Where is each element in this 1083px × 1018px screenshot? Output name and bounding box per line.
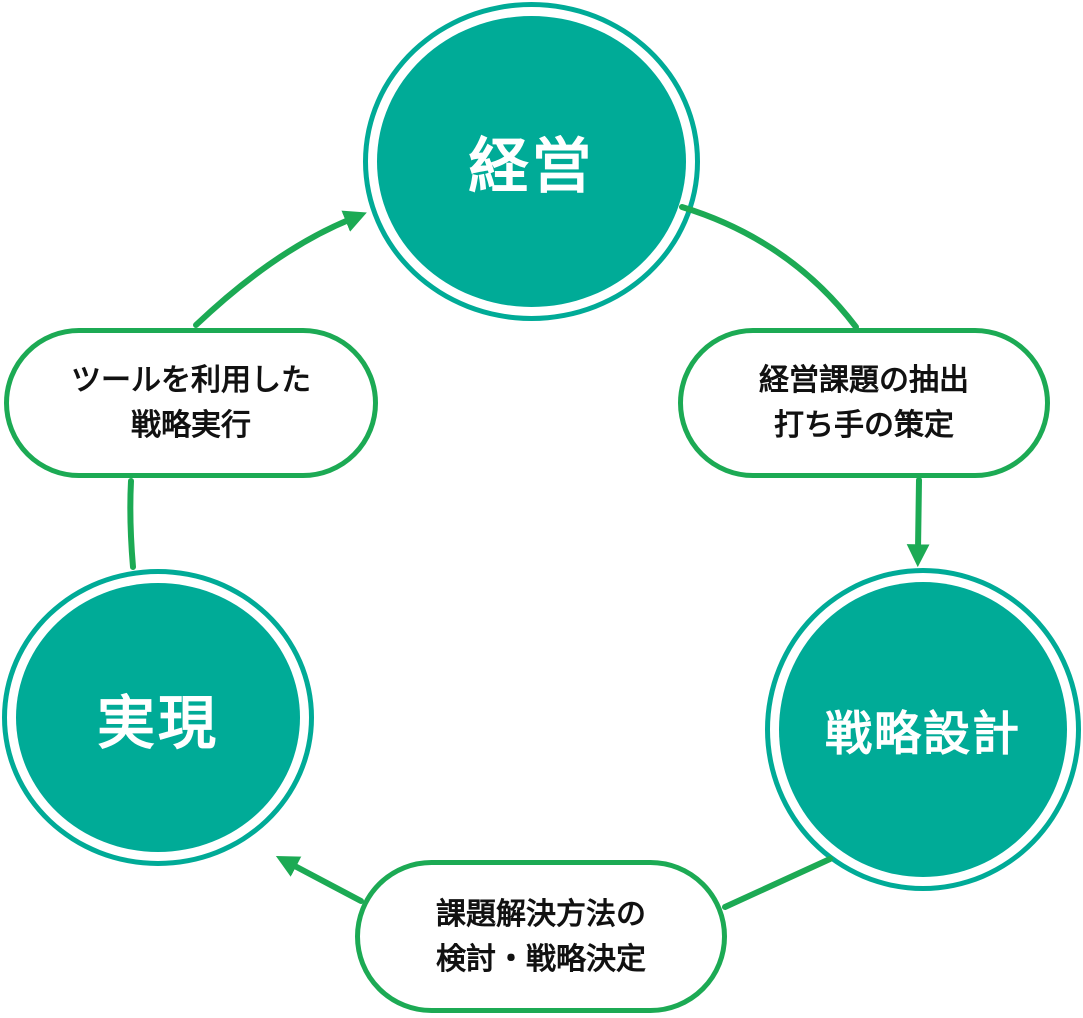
node-strategy-design-label: 戦略設計 bbox=[779, 582, 1067, 877]
connector-management-to-step1 bbox=[679, 204, 859, 330]
step-pill-tool-execution: ツールを利用した 戦略実行 bbox=[4, 328, 378, 478]
step-pill-tool-execution-line1: ツールを利用した bbox=[71, 364, 311, 397]
node-management: 経営 bbox=[363, 2, 700, 321]
step-pill-solution-review: 課題解決方法の 検討・戦略決定 bbox=[355, 860, 727, 1013]
node-realization-label: 実現 bbox=[16, 583, 300, 852]
connector-step3-to-management bbox=[193, 210, 367, 328]
step-pill-solution-review-line2: 検討・戦略決定 bbox=[436, 942, 646, 976]
step-pill-solution-review-line1: 課題解決方法の bbox=[436, 897, 646, 931]
step-pill-tool-execution-line2: 戦略実行 bbox=[131, 409, 251, 442]
connector-realization-to-step3 bbox=[127, 478, 136, 570]
node-management-label: 経営 bbox=[377, 16, 686, 307]
step-pill-issue-extraction-line2: 打ち手の策定 bbox=[774, 409, 954, 442]
connector-step2-to-realization bbox=[275, 856, 364, 904]
step-pill-issue-extraction-line1: 経営課題の抽出 bbox=[759, 364, 969, 397]
step-pill-issue-extraction: 経営課題の抽出 打ち手の策定 bbox=[678, 328, 1050, 478]
connector-step1-to-strategy-design bbox=[906, 477, 930, 568]
node-strategy-design: 戦略設計 bbox=[765, 568, 1081, 891]
node-realization: 実現 bbox=[2, 569, 314, 866]
connector-strategy-design-to-step2 bbox=[722, 856, 833, 910]
